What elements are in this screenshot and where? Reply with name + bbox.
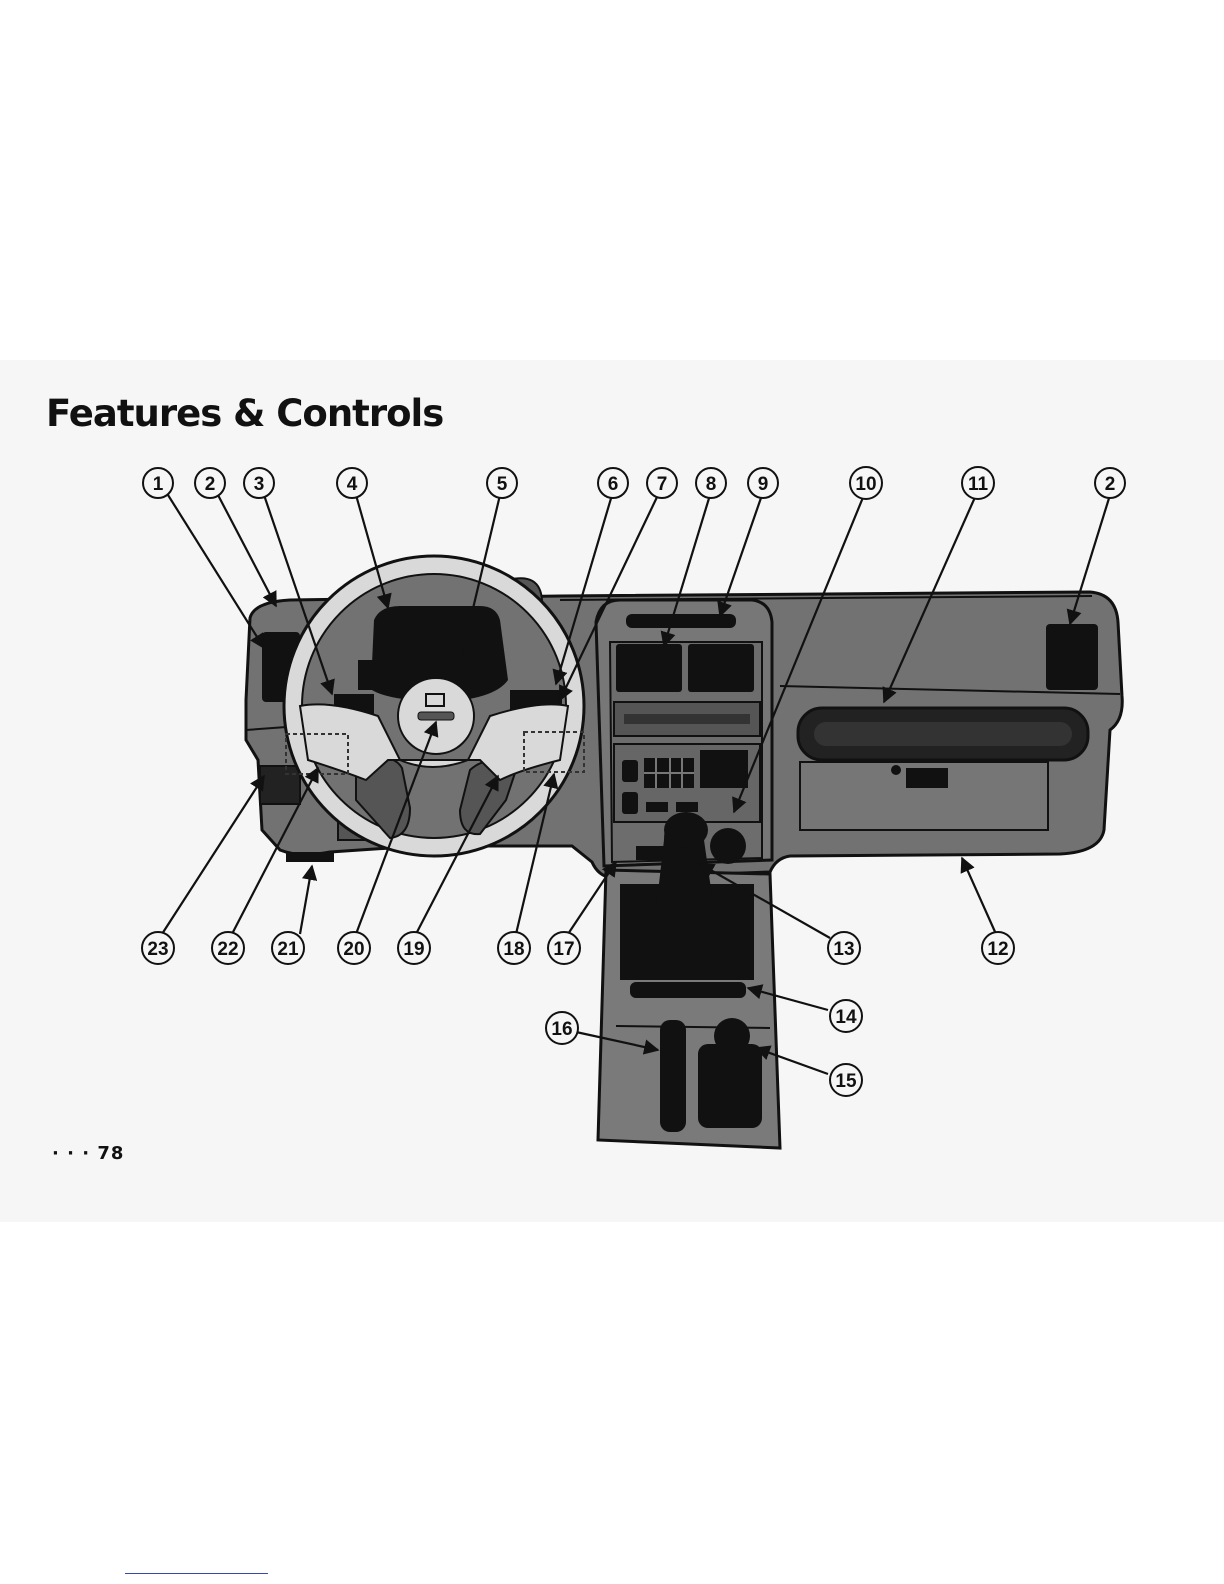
svg-text:9: 9 (758, 474, 769, 495)
center-vent-left (616, 644, 682, 692)
callout-7: 7 (647, 468, 677, 498)
right-air-vent (1046, 624, 1098, 690)
callout-13: 13 (828, 932, 860, 964)
svg-text:17: 17 (553, 939, 574, 960)
svg-text:11: 11 (968, 474, 989, 495)
callout-21: 21 (272, 932, 304, 964)
steering-wheel (284, 556, 584, 856)
svg-text:19: 19 (403, 939, 424, 960)
callout-11: 11 (962, 467, 994, 499)
svg-text:18: 18 (503, 939, 524, 960)
svg-text:12: 12 (987, 939, 1008, 960)
svg-text:6: 6 (608, 474, 619, 495)
callout-17: 17 (548, 932, 580, 964)
svg-text:15: 15 (835, 1071, 857, 1092)
svg-text:20: 20 (343, 939, 364, 960)
console-storage-tray (630, 982, 746, 998)
callout-1: 1 (143, 468, 173, 498)
callout-8: 8 (696, 468, 726, 498)
svg-text:5: 5 (497, 474, 508, 495)
callout-2: 2 (195, 468, 225, 498)
headlamp-switch-panel (260, 766, 300, 804)
callout-6: 6 (598, 468, 628, 498)
svg-text:1: 1 (153, 474, 164, 495)
callout-10: 10 (850, 467, 882, 499)
svg-text:2: 2 (205, 474, 216, 495)
callout-5: 5 (487, 468, 517, 498)
callout-14: 14 (830, 1000, 862, 1032)
callout-18: 18 (498, 932, 530, 964)
svg-text:22: 22 (217, 939, 238, 960)
callout-12: 12 (982, 932, 1014, 964)
callout-20: 20 (338, 932, 370, 964)
cigarette-lighter (710, 828, 746, 864)
hood-release (286, 852, 334, 862)
callout-4: 4 (337, 468, 367, 498)
svg-text:10: 10 (855, 474, 876, 495)
callout-22: 22 (212, 932, 244, 964)
callout-9: 9 (748, 468, 778, 498)
svg-text:2: 2 (1105, 474, 1116, 495)
svg-text:13: 13 (833, 939, 854, 960)
svg-text:3: 3 (254, 474, 265, 495)
shift-knob (664, 812, 708, 848)
defrost-vent (626, 614, 736, 628)
callout-16: 16 (546, 1012, 578, 1044)
svg-text:4: 4 (347, 474, 358, 495)
svg-text:7: 7 (657, 474, 668, 495)
svg-text:23: 23 (147, 939, 168, 960)
glove-box-latch (906, 768, 948, 788)
horn-pad (418, 712, 454, 720)
callout-2-right: 2 (1095, 468, 1125, 498)
cupholder (698, 1044, 762, 1128)
callout-23: 23 (142, 932, 174, 964)
svg-text:21: 21 (277, 939, 299, 960)
center-vent-right (688, 644, 754, 692)
svg-text:14: 14 (835, 1007, 857, 1028)
glove-box-area (798, 708, 1088, 830)
parking-brake-lever (660, 1020, 686, 1132)
svg-text:8: 8 (706, 474, 717, 495)
callout-19: 19 (398, 932, 430, 964)
bottom-rule (125, 1573, 268, 1574)
page-number: · · · 78 (52, 1143, 124, 1164)
svg-text:16: 16 (551, 1019, 572, 1040)
callout-3: 3 (244, 468, 274, 498)
callout-15: 15 (830, 1064, 862, 1096)
